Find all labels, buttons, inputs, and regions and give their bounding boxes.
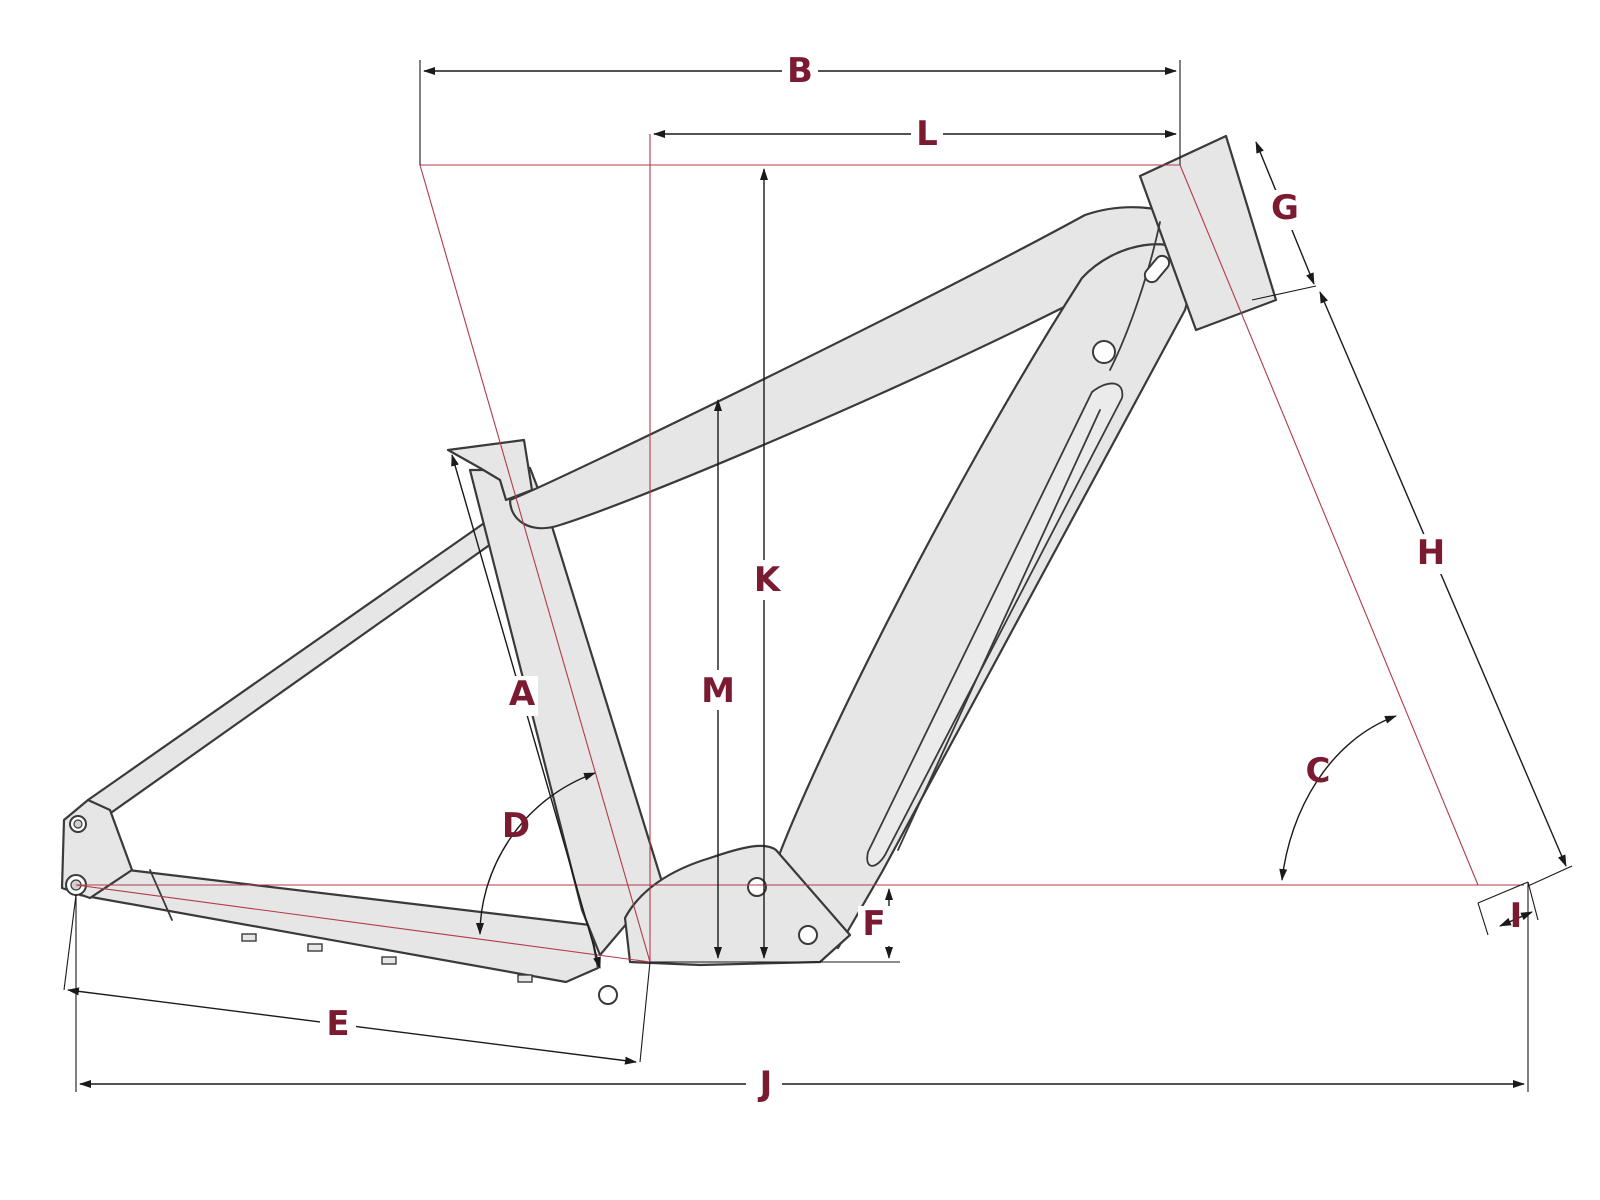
chain-stay-mounts <box>241 933 533 983</box>
label-bg-k <box>746 560 782 600</box>
g-extension <box>1251 285 1317 301</box>
label-a: A <box>509 674 536 714</box>
label-bg-a <box>502 676 538 716</box>
label-m: M <box>701 671 735 711</box>
down-tube-edge <box>897 409 1101 851</box>
label-g: G <box>1271 188 1299 228</box>
label-bg-f <box>858 906 890 946</box>
fork-tip <box>1527 881 1539 921</box>
mount-2-icon <box>307 943 323 952</box>
label-j: J <box>758 1064 773 1104</box>
label-b: B <box>787 51 813 91</box>
fork-line <box>1477 881 1529 904</box>
battery-cover <box>866 382 1124 867</box>
label-bg-l <box>911 115 943 153</box>
bike-frame <box>60 134 1278 1005</box>
label-bg-g <box>1272 190 1308 230</box>
label-bg-e <box>320 1005 356 1045</box>
cable-port-icon <box>1143 254 1171 284</box>
d-angle-arc <box>476 772 596 935</box>
mount-1-icon <box>241 933 257 942</box>
stay-pivot-inner-icon <box>73 819 83 829</box>
h-dimension-line <box>1319 291 1567 867</box>
i-dimension-line <box>1499 911 1533 927</box>
mount-3-icon <box>381 956 397 965</box>
label-bg-b <box>782 52 818 90</box>
label-bg-j <box>746 1064 782 1104</box>
seat-stay <box>86 510 517 824</box>
seat-tube <box>468 466 664 957</box>
h-extension <box>1527 865 1573 887</box>
label-f: F <box>862 904 885 944</box>
mount-4-icon <box>517 974 533 983</box>
kickstand-mount-icon <box>598 985 618 1005</box>
e-extension-left <box>63 894 77 991</box>
label-bg-h <box>1414 534 1450 574</box>
label-c: C <box>1306 751 1331 791</box>
label-e: E <box>326 1004 349 1044</box>
motor-bolt-2-icon <box>798 925 818 945</box>
e-extension-right <box>639 961 651 1063</box>
top-tube-detail <box>1109 221 1161 371</box>
chain-stay-detail <box>149 869 173 921</box>
c-angle-arc <box>1279 715 1397 881</box>
label-bg-m <box>698 670 738 710</box>
label-i: I <box>1510 896 1523 936</box>
label-l: L <box>916 114 938 154</box>
dimension-labels: B L G H K M A D C F I E J <box>320 51 1522 1104</box>
fork-drop <box>1477 902 1489 936</box>
label-d: D <box>502 806 530 846</box>
label-h: H <box>1417 533 1445 573</box>
frame-bolt-icon <box>1092 340 1116 364</box>
label-k: K <box>754 560 782 600</box>
